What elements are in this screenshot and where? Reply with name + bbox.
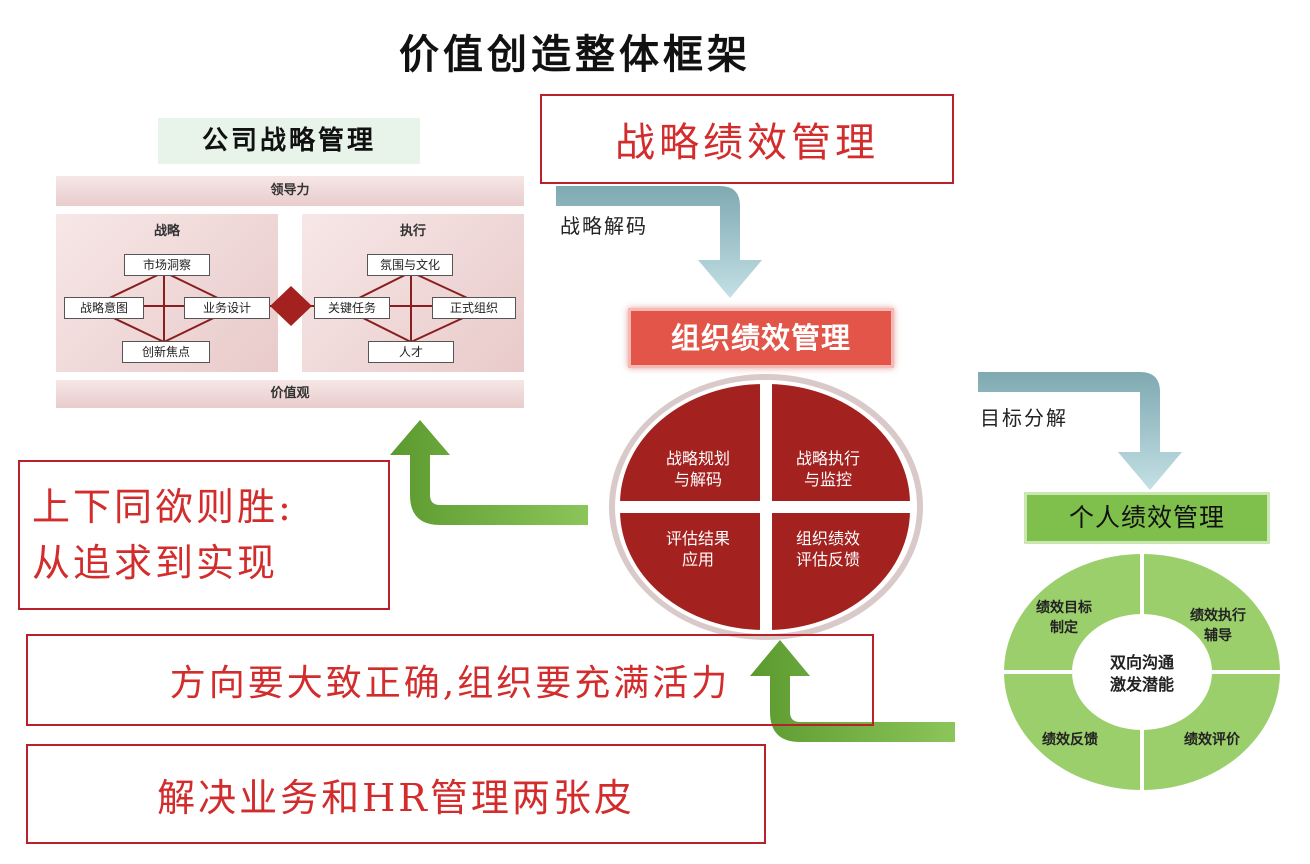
- slogan-left-line1: 上下同欲则胜:: [32, 485, 294, 529]
- diamond-connector: [270, 286, 312, 326]
- q4-line1: 组织绩效: [796, 529, 860, 548]
- strategy-decode-label: 战略解码: [560, 214, 648, 238]
- feedback-arrow-bottom: [750, 640, 955, 742]
- quadrant-q4: [768, 509, 915, 635]
- q2-line2: 与监控: [804, 470, 852, 489]
- personal-perf-banner: 个人绩效管理: [1024, 492, 1270, 544]
- climate-culture-box: 氛围与文化: [367, 254, 453, 276]
- quadrant-q1: [615, 379, 764, 505]
- strategy-panel-heading: 战略: [153, 224, 180, 239]
- slogan-left-box: 上下同欲则胜: 从追求到实现: [18, 460, 390, 610]
- page-title: 价值创造整体框架: [399, 31, 751, 78]
- q4-line2: 评估反馈: [796, 550, 860, 569]
- slogan-mid-box: 方向要大致正确,组织要充满活力: [26, 634, 874, 726]
- q3-line2: 应用: [682, 550, 714, 569]
- quadrant-q2: [768, 379, 915, 505]
- slogan-bottom-box: 解决业务和HR管理两张皮: [26, 744, 766, 844]
- business-design-box: 业务设计: [184, 297, 270, 319]
- cycle-center-2: 激发潜能: [1110, 675, 1174, 694]
- cycle-top-right-1: 绩效执行: [1190, 607, 1246, 624]
- cycle-top-left-1: 绩效目标: [1036, 599, 1092, 616]
- feedback-arrow-left: [390, 420, 588, 525]
- q1-line2: 与解码: [674, 470, 722, 489]
- cycle-center-1: 双向沟通: [1110, 653, 1174, 672]
- leadership-band: 领导力: [56, 176, 524, 206]
- innovation-focus-box: 创新焦点: [122, 341, 210, 363]
- decode-arrow: [556, 186, 762, 298]
- q1-line1: 战略规划: [666, 449, 730, 468]
- org-perf-banner: 组织绩效管理: [628, 308, 894, 368]
- key-tasks-box: 关键任务: [314, 297, 390, 319]
- slogan-left-line2: 从追求到实现: [32, 541, 279, 585]
- org-perf-cycle: 战略规划 与解码 战略执行 与监控 评估结果 应用 组织绩效 评估反馈: [609, 374, 923, 640]
- strategic-intent-box: 战略意图: [64, 297, 144, 319]
- values-band: 价值观: [56, 380, 524, 408]
- target-decomp-arrow: [978, 372, 1182, 490]
- talent-box: 人才: [368, 341, 454, 363]
- market-insight-box: 市场洞察: [124, 254, 210, 276]
- target-decomp-label: 目标分解: [980, 406, 1068, 430]
- cycle-top-right-2: 辅导: [1204, 627, 1232, 644]
- quadrant-q3: [615, 509, 764, 635]
- cycle-top-left-2: 制定: [1050, 619, 1078, 636]
- execution-panel-heading: 执行: [399, 224, 426, 239]
- q3-line1: 评估结果: [666, 529, 730, 548]
- strategic-perf-box: 战略绩效管理: [540, 94, 954, 184]
- personal-perf-cycle: 绩效目标 制定 绩效执行 辅导 绩效反馈 绩效评价 双向沟通 激发潜能: [1004, 554, 1280, 790]
- strategy-mgmt-heading: 公司战略管理: [158, 118, 420, 164]
- cycle-bottom-right: 绩效评价: [1184, 731, 1241, 748]
- q2-line1: 战略执行: [796, 449, 860, 468]
- cycle-bottom-left: 绩效反馈: [1042, 731, 1098, 748]
- formal-org-box: 正式组织: [432, 297, 516, 319]
